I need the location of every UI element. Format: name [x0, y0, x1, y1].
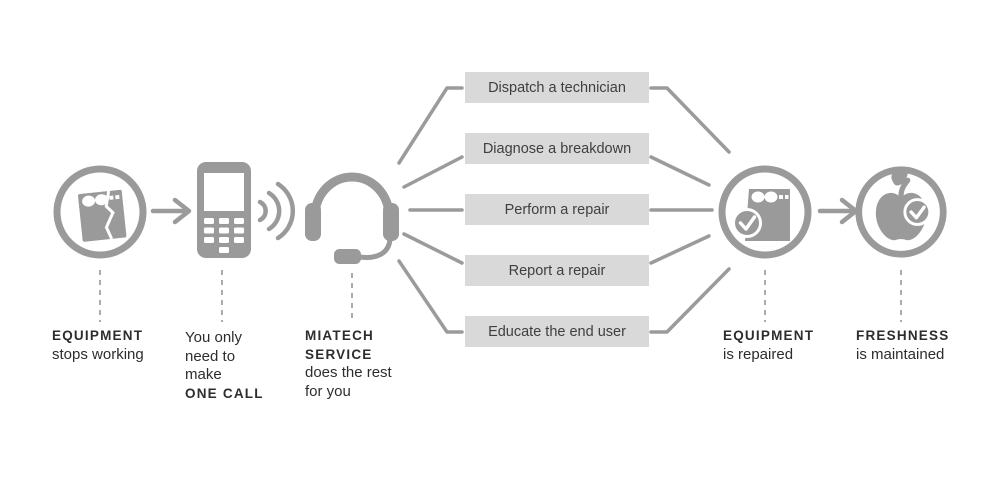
caption-freshness: FRESHNESS is maintained: [856, 327, 949, 364]
caption-line: You only: [185, 329, 242, 346]
caption-line: make: [185, 366, 222, 383]
service-step-box: Dispatch a technician: [465, 72, 649, 103]
service-step-box: Educate the end user: [465, 316, 649, 347]
broken-equipment-icon: [53, 165, 147, 259]
caption-line: for you: [305, 382, 351, 400]
caption-miatech-service: MIATECH SERVICE does the rest for you: [305, 327, 392, 401]
caption-bold-line: ONE CALL: [185, 385, 264, 401]
repaired-equipment-check-icon: [718, 165, 812, 259]
caption-one-call: You only need to make ONE CALL: [185, 329, 264, 403]
service-step-box: Report a repair: [465, 255, 649, 286]
caption-equipment-broken: EQUIPMENT stops working: [52, 327, 144, 364]
caption-line: is maintained: [856, 345, 945, 363]
headset-icon: [305, 172, 399, 264]
checkmark-badge-icon: [903, 198, 932, 226]
caption-line: is repaired: [723, 345, 794, 363]
fan-lines-right: [649, 86, 731, 334]
caption-bold-line: SERVICE: [305, 346, 373, 362]
fan-lines-left: [397, 86, 464, 334]
caption-bold-line: EQUIPMENT: [723, 328, 815, 343]
signal-waves-icon: [257, 181, 296, 241]
arrow-right-icon: [150, 197, 192, 225]
caption-bold-line: MIATECH: [305, 328, 374, 343]
caption-bold-line: FRESHNESS: [856, 328, 950, 343]
service-step-box: Perform a repair: [465, 194, 649, 225]
mobile-phone-icon: [197, 162, 251, 258]
arrow-right-icon: [817, 197, 859, 225]
caption-line: stops working: [52, 345, 144, 363]
checkmark-badge-icon: [732, 208, 762, 238]
dashed-leader-lines: [99, 270, 902, 322]
service-step-box: Diagnose a breakdown: [465, 133, 649, 164]
caption-bold-line: EQUIPMENT: [52, 328, 144, 343]
caption-line: need to: [185, 347, 236, 365]
caption-equipment-repaired: EQUIPMENT is repaired: [723, 327, 814, 364]
caption-line: does the rest: [305, 364, 392, 381]
apple-check-icon: [855, 166, 947, 258]
